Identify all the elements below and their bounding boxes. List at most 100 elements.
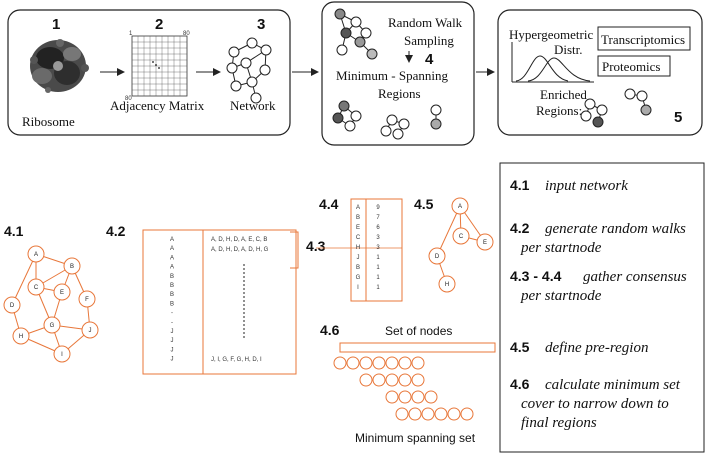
pre-region-node-label: A (458, 204, 462, 210)
input-network-node-label: J (89, 328, 92, 334)
walk-last: J, I, G, F, G, H, D, I (211, 357, 262, 363)
legend-item-description: cover to narrow down to (521, 396, 669, 412)
hypergeometric-label-2: Distr. (554, 42, 583, 57)
set-cover-node (434, 407, 448, 421)
set-cover-node (359, 356, 373, 370)
table-node-cell: I (357, 285, 359, 291)
walk-bracket (290, 231, 299, 269)
legend-item-number: 4.5 (510, 339, 530, 355)
pre-region-node-A: A (451, 197, 469, 215)
pre-region-node-E: E (476, 233, 494, 251)
startnode: J (171, 329, 174, 335)
panel-4-5-number: 4.5 (414, 196, 434, 212)
set-cover-node (395, 407, 409, 421)
table-node-cell: B (356, 265, 360, 271)
set-of-nodes-label: Set of nodes (385, 324, 452, 338)
random-walk-graph (334, 8, 378, 60)
set-cover-node (460, 407, 474, 421)
startnode: A (170, 265, 174, 271)
input-network-node-C: C (27, 278, 45, 296)
startnode: B (170, 301, 174, 307)
input-network-node-label: I (61, 352, 63, 358)
walk-second: A, D, H, D, A, D, H, G (211, 247, 269, 253)
set-of-nodes-bar (339, 342, 496, 353)
set-cover-node (411, 390, 425, 404)
minimum-spanning-set-label: Minimum spanning set (355, 431, 476, 445)
table-node-cell: E (356, 225, 360, 231)
legend-box (499, 162, 705, 453)
panel-4-2-number: 4.2 (106, 223, 126, 239)
input-network-node-label: C (34, 285, 39, 291)
step-1-number: 1 (52, 16, 60, 33)
pre-region-node-label: E (483, 240, 487, 246)
step-4-line4: Regions (378, 86, 421, 101)
set-cover-node (372, 373, 386, 387)
input-network-node-F: F (78, 290, 96, 308)
table-count-cell: 1 (376, 255, 380, 261)
set-cover-node (385, 356, 399, 370)
legend-item: 4.6 calculate minimum set cover to narrow … (510, 376, 681, 431)
random-walk-box (142, 229, 297, 375)
input-network-node-label: E (60, 290, 64, 296)
table-count-cell: 1 (376, 285, 380, 291)
pre-region-edge-A-D (436, 205, 461, 257)
startnode: A (170, 246, 174, 252)
startnode: J (171, 357, 174, 363)
hypergeometric-label-1: Hypergeometric (509, 27, 593, 42)
step-2-label: Adjacency Matrix (110, 98, 205, 113)
adjacency-matrix-grid (131, 35, 188, 97)
table-count-cell: 9 (376, 205, 380, 211)
matrix-tick-top-left: 1 (129, 31, 133, 37)
set-cover-node (411, 373, 425, 387)
set-cover-node (333, 356, 347, 370)
step-3-label: Network (230, 98, 276, 113)
consensus-table-frame (316, 198, 403, 302)
set-cover-node (385, 373, 399, 387)
legend-item-number: 4.1 (510, 177, 530, 193)
startnode: A (170, 255, 174, 261)
transcriptomics-label: Transcriptomics (601, 32, 685, 47)
legend-item-number: 4.6 (510, 376, 530, 392)
matrix-tick-bottom-left: 80 (125, 96, 132, 102)
table-node-cell: B (356, 215, 360, 221)
set-cover-node (408, 407, 422, 421)
input-network-node-J: J (81, 321, 99, 339)
network-graph (226, 37, 272, 104)
table-node-cell: C (356, 235, 361, 241)
table-count-cell: 1 (376, 275, 380, 281)
startnode: - (171, 320, 173, 326)
set-cover-node (346, 356, 360, 370)
enriched-regions-graphs (580, 88, 652, 128)
minimum-spanning-set-circles (333, 356, 474, 421)
pre-region-node-H: H (438, 275, 456, 293)
input-network-node-label: B (70, 264, 74, 270)
enriched-label-2: Regions: (536, 103, 582, 118)
set-cover-node (359, 373, 373, 387)
ribosome-image (30, 39, 89, 93)
table-count-cell: 6 (376, 225, 380, 231)
step-4-line2: Sampling (404, 33, 454, 48)
input-network-node-label: A (34, 252, 38, 258)
table-count-cell: 3 (376, 245, 380, 251)
set-cover-node (421, 407, 435, 421)
startnode: A (170, 237, 174, 243)
input-network-node-label: H (19, 334, 23, 340)
enriched-label-1: Enriched (540, 87, 587, 102)
legend-item-description: gather consensus (583, 269, 687, 285)
step-4-number: 4 (425, 51, 434, 68)
step-1-label: Ribosome (22, 114, 75, 129)
input-network-node-I: I (53, 345, 71, 363)
step-3-number: 3 (257, 16, 265, 33)
table-count-cell: 1 (376, 265, 380, 271)
distribution-curves (511, 42, 594, 83)
table-count-cell: 7 (376, 215, 380, 221)
legend-item-number: 4.3 - 4.4 (510, 268, 562, 284)
legend-item-description: calculate minimum set (545, 377, 681, 393)
